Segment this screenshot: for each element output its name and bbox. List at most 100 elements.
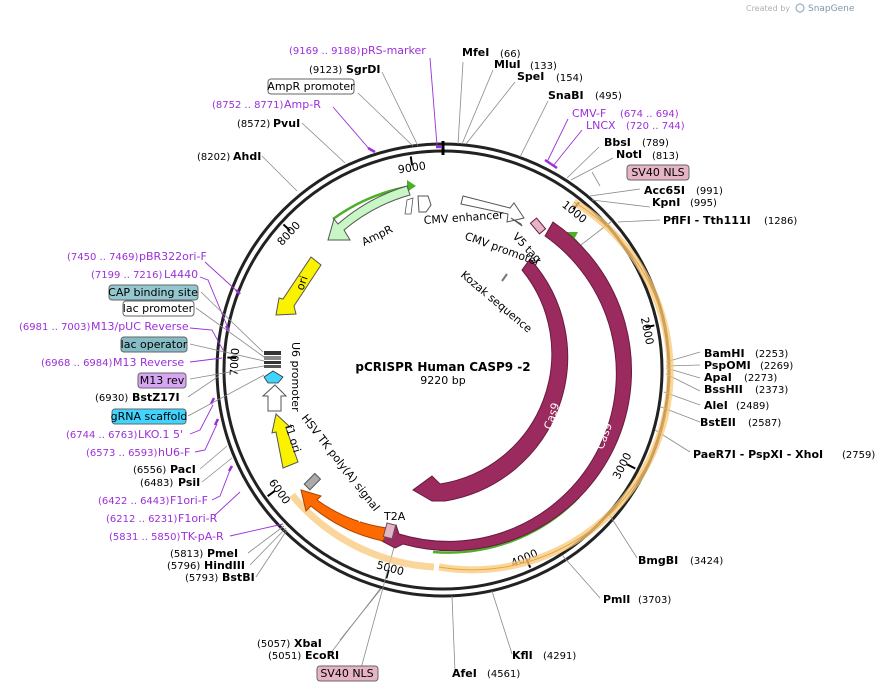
svg-text:(813): (813) xyxy=(652,151,679,162)
primer-f1ori-f[interactable]: (6422 .. 6443)F1ori-F xyxy=(98,494,208,507)
svg-text:(6212 .. 6231): (6212 .. 6231) xyxy=(106,514,178,525)
site-pmli[interactable]: PmlI(3703) xyxy=(603,593,671,606)
svg-text:BstZ17I: BstZ17I xyxy=(132,391,180,404)
cas9-outer-arrow xyxy=(377,221,633,552)
site-alei[interactable]: AleI(2489) xyxy=(704,399,769,412)
svg-text:pBR322ori-F: pBR322ori-F xyxy=(139,250,207,263)
site-mlui[interactable]: MluI(133) xyxy=(494,58,557,72)
primer-m13-reverse[interactable]: (6968 .. 6984)M13 Reverse xyxy=(41,356,184,369)
primer-hu6-f[interactable]: (6573 .. 6593)hU6-F xyxy=(86,446,190,459)
svg-text:(674 .. 694): (674 .. 694) xyxy=(620,109,679,120)
svg-text:M13/pUC Reverse: M13/pUC Reverse xyxy=(91,320,189,333)
primer-cmv-f[interactable]: CMV-F(674 .. 694) xyxy=(572,107,679,120)
site-psii[interactable]: PsiI(6483) xyxy=(140,476,200,489)
box-sv40-nls-bottom[interactable]: SV40 NLS xyxy=(316,665,379,682)
site-kfli[interactable]: KflI(4291) xyxy=(512,649,576,662)
primer-lncx[interactable]: LNCX(720 .. 744) xyxy=(586,119,685,132)
svg-text:(4561): (4561) xyxy=(487,669,520,680)
svg-text:AmpR promoter: AmpR promoter xyxy=(267,80,355,93)
svg-text:BstEII: BstEII xyxy=(700,416,736,429)
svg-text:PflFI - Tth111I: PflFI - Tth111I xyxy=(663,214,751,227)
tick-mark-3000 xyxy=(626,463,636,470)
site-spei[interactable]: SpeI(154) xyxy=(517,70,583,84)
brand-text: SnapGene xyxy=(808,4,855,14)
svg-text:(8202): (8202) xyxy=(197,152,230,163)
svg-text:(495): (495) xyxy=(595,91,622,102)
primer-pbr322ori-f[interactable]: (7450 .. 7469)pBR322ori-F xyxy=(67,250,207,263)
site-pflfi[interactable]: PflFI - Tth111I(1286) xyxy=(663,214,797,227)
created-by-text: Created by xyxy=(746,4,790,13)
svg-text:(8572): (8572) xyxy=(237,119,270,130)
box-lac-operator[interactable]: lac operator xyxy=(120,336,188,353)
tick-mark-8000 xyxy=(282,223,291,232)
plasmid-name: pCRISPR Human CASP9 -2 xyxy=(355,360,530,374)
primer-amp-r[interactable]: (8752 .. 8771)Amp-R xyxy=(212,98,321,111)
svg-text:(2489): (2489) xyxy=(736,401,769,412)
m13-mark xyxy=(264,365,281,368)
site-hindiii[interactable]: HindIII(5796) xyxy=(167,559,245,572)
svg-text:PvuI: PvuI xyxy=(273,117,300,130)
site-sgrdi[interactable]: SgrDI(9123) xyxy=(309,63,380,76)
box-ampr-promoter[interactable]: AmpR promoter xyxy=(267,78,355,95)
site-kpni[interactable]: KpnI(995) xyxy=(652,196,717,209)
site-bmgbi[interactable]: BmgBI(3424) xyxy=(638,554,723,567)
site-paci[interactable]: PacI(6556) xyxy=(133,463,196,476)
box-sv40-nls-top[interactable]: SV40 NLS xyxy=(626,164,690,181)
svg-text:(6422 .. 6443): (6422 .. 6443) xyxy=(98,496,170,507)
svg-text:SV40 NLS: SV40 NLS xyxy=(631,166,684,179)
tick-label-2000: 2000 xyxy=(638,316,656,346)
primer-lko1-5[interactable]: (6744 .. 6763)LKO.1 5' xyxy=(66,428,183,441)
primer-f1ori-r[interactable]: (6212 .. 6231)F1ori-R xyxy=(106,512,218,525)
cas9-inner-arrow xyxy=(412,258,569,502)
site-afei[interactable]: AfeI(4561) xyxy=(452,667,520,680)
site-acc65i[interactable]: Acc65I(991) xyxy=(644,184,723,197)
box-m13-rev[interactable]: M13 rev xyxy=(137,372,187,389)
svg-text:NotI: NotI xyxy=(616,148,642,161)
tick-mark-5000 xyxy=(385,569,390,579)
site-snabi[interactable]: SnaBI (495) xyxy=(548,89,622,102)
svg-text:(6556): (6556) xyxy=(133,465,166,476)
svg-text:BbsI: BbsI xyxy=(604,136,631,149)
svg-text:SnaBI: SnaBI xyxy=(548,89,584,102)
svg-text:(5813): (5813) xyxy=(170,549,203,560)
svg-text:TK-pA-R: TK-pA-R xyxy=(180,530,224,543)
boxed-feature-labels: AmpR promoter SV40 NLS CAP binding site … xyxy=(108,78,690,682)
site-bsshii[interactable]: BssHII(2373) xyxy=(704,383,788,396)
svg-text:(5057): (5057) xyxy=(257,639,290,650)
f1-ori-arrow xyxy=(271,413,299,469)
tick-mark-6000 xyxy=(267,490,276,497)
ampr-promoter-arrow xyxy=(404,197,414,215)
site-ahdi[interactable]: AhdI(8202) xyxy=(197,150,261,163)
site-pspomi[interactable]: PspOMI(2269) xyxy=(704,359,793,372)
primer-m13-puc-reverse[interactable]: (6981 .. 7003)M13/pUC Reverse xyxy=(19,320,189,333)
svg-text:SgrDI: SgrDI xyxy=(346,63,380,76)
site-bstz17i[interactable]: BstZ17I(6930) xyxy=(95,391,180,404)
site-paer7i[interactable]: PaeR7I - PspXI - XhoI(2759) xyxy=(693,448,875,461)
primer-tk-pa-r[interactable]: (5831 .. 5850)TK-pA-R xyxy=(109,530,224,543)
box-lac-promoter[interactable]: lac promoter xyxy=(122,300,195,317)
plasmid-size: 9220 bp xyxy=(420,374,465,387)
site-bamhi[interactable]: BamHI(2253) xyxy=(704,347,788,360)
site-bstbi[interactable]: BstBI(5793) xyxy=(185,571,255,584)
svg-text:BstBI: BstBI xyxy=(222,571,255,584)
box-grna-scaffold[interactable]: gRNA scaffold xyxy=(111,408,188,425)
site-bsteii[interactable]: BstEII(2587) xyxy=(700,416,781,429)
site-apai[interactable]: ApaI(2273) xyxy=(704,371,777,384)
site-bbsi[interactable]: BbsI(789) xyxy=(604,136,669,149)
svg-text:(5051): (5051) xyxy=(268,651,301,662)
site-pvui[interactable]: PvuI(8572) xyxy=(237,117,300,130)
svg-text:(720 .. 744): (720 .. 744) xyxy=(626,121,685,132)
site-xbai[interactable]: XbaI(5057) xyxy=(257,637,322,650)
site-pmei[interactable]: PmeI(5813) xyxy=(170,547,238,560)
svg-text:PaeR7I - PspXI - XhoI: PaeR7I - PspXI - XhoI xyxy=(693,448,823,461)
site-mfei[interactable]: MfeI(66) xyxy=(462,46,521,60)
ampr-label: AmpR xyxy=(360,222,396,248)
v5-tag-box xyxy=(529,217,547,235)
box-cap-binding-site[interactable]: CAP binding site xyxy=(108,284,199,301)
site-ecori[interactable]: EcoRI(5051) xyxy=(268,649,339,662)
site-noti[interactable]: NotI (813) xyxy=(616,148,679,162)
primer-l4440[interactable]: (7199 .. 7216)L4440 xyxy=(91,268,198,281)
primer-prs-marker[interactable]: (9169 .. 9188)pRS-marker xyxy=(289,44,426,57)
cap-site-mark xyxy=(264,351,281,355)
feature-leader-lines xyxy=(187,171,601,673)
